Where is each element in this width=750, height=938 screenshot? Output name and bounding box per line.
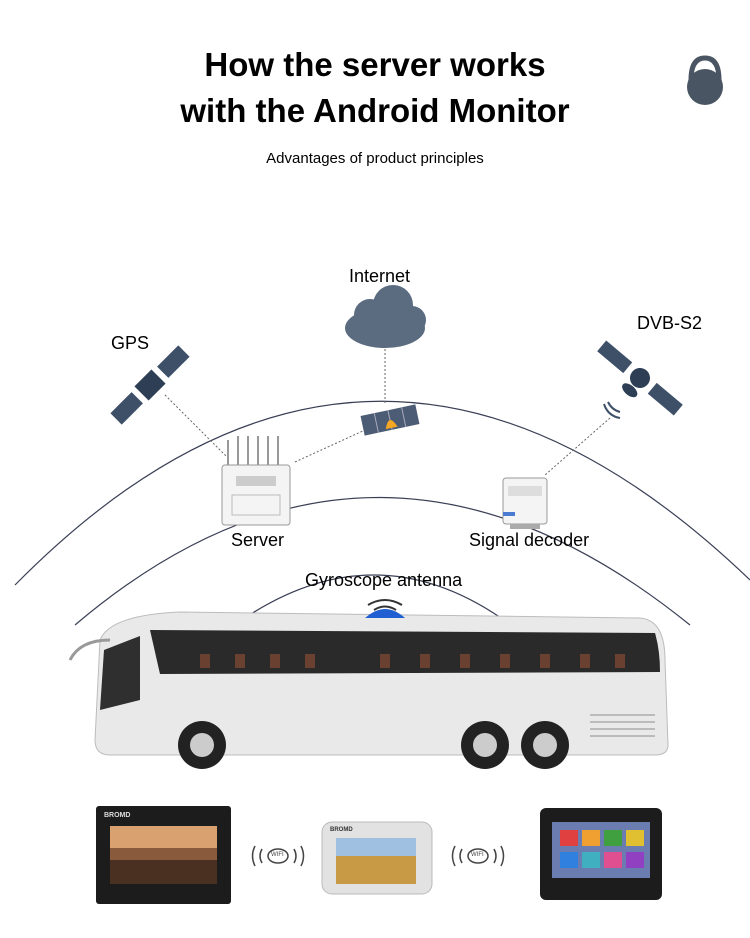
page-title-line2: with the Android Monitor [180,92,570,129]
satellite-panel-icon [360,404,420,436]
monitor-right [540,808,662,900]
monitor-center-brand: BROMD [330,827,353,833]
antenna-wave-icon [367,599,403,611]
gps-label: GPS [111,333,150,353]
dvb-satellite-icon [597,340,683,416]
decoder-device [502,477,548,529]
signal-waves-icon [603,401,621,419]
inner-arc [214,574,531,641]
cloud-icon [345,285,426,348]
gyroscope-label: Gyroscope antenna [305,570,463,590]
wifi-text-left: WIFI [271,852,284,858]
monitor-left [96,806,231,904]
internet-label: Internet [349,266,411,286]
server-device [221,436,291,526]
page-subtitle: Advantages of product principles [266,150,484,167]
middle-arc [74,496,691,626]
dvb-label: DVB-S2 [637,313,703,333]
page-title-line1: How the server works [204,46,546,83]
lock-icon [687,55,723,105]
wifi-text-right: WIFI [471,852,484,858]
outer-arc [14,400,750,586]
bus-image [68,609,669,769]
decoder-label: Signal decoder [469,530,590,550]
gps-satellite-icon [110,345,190,425]
wifi-icon-left [251,845,305,867]
server-label: Server [231,530,285,550]
monitor-left-brand: BROMD [104,812,131,819]
wifi-icon-right [451,845,505,867]
monitor-center [321,821,433,895]
